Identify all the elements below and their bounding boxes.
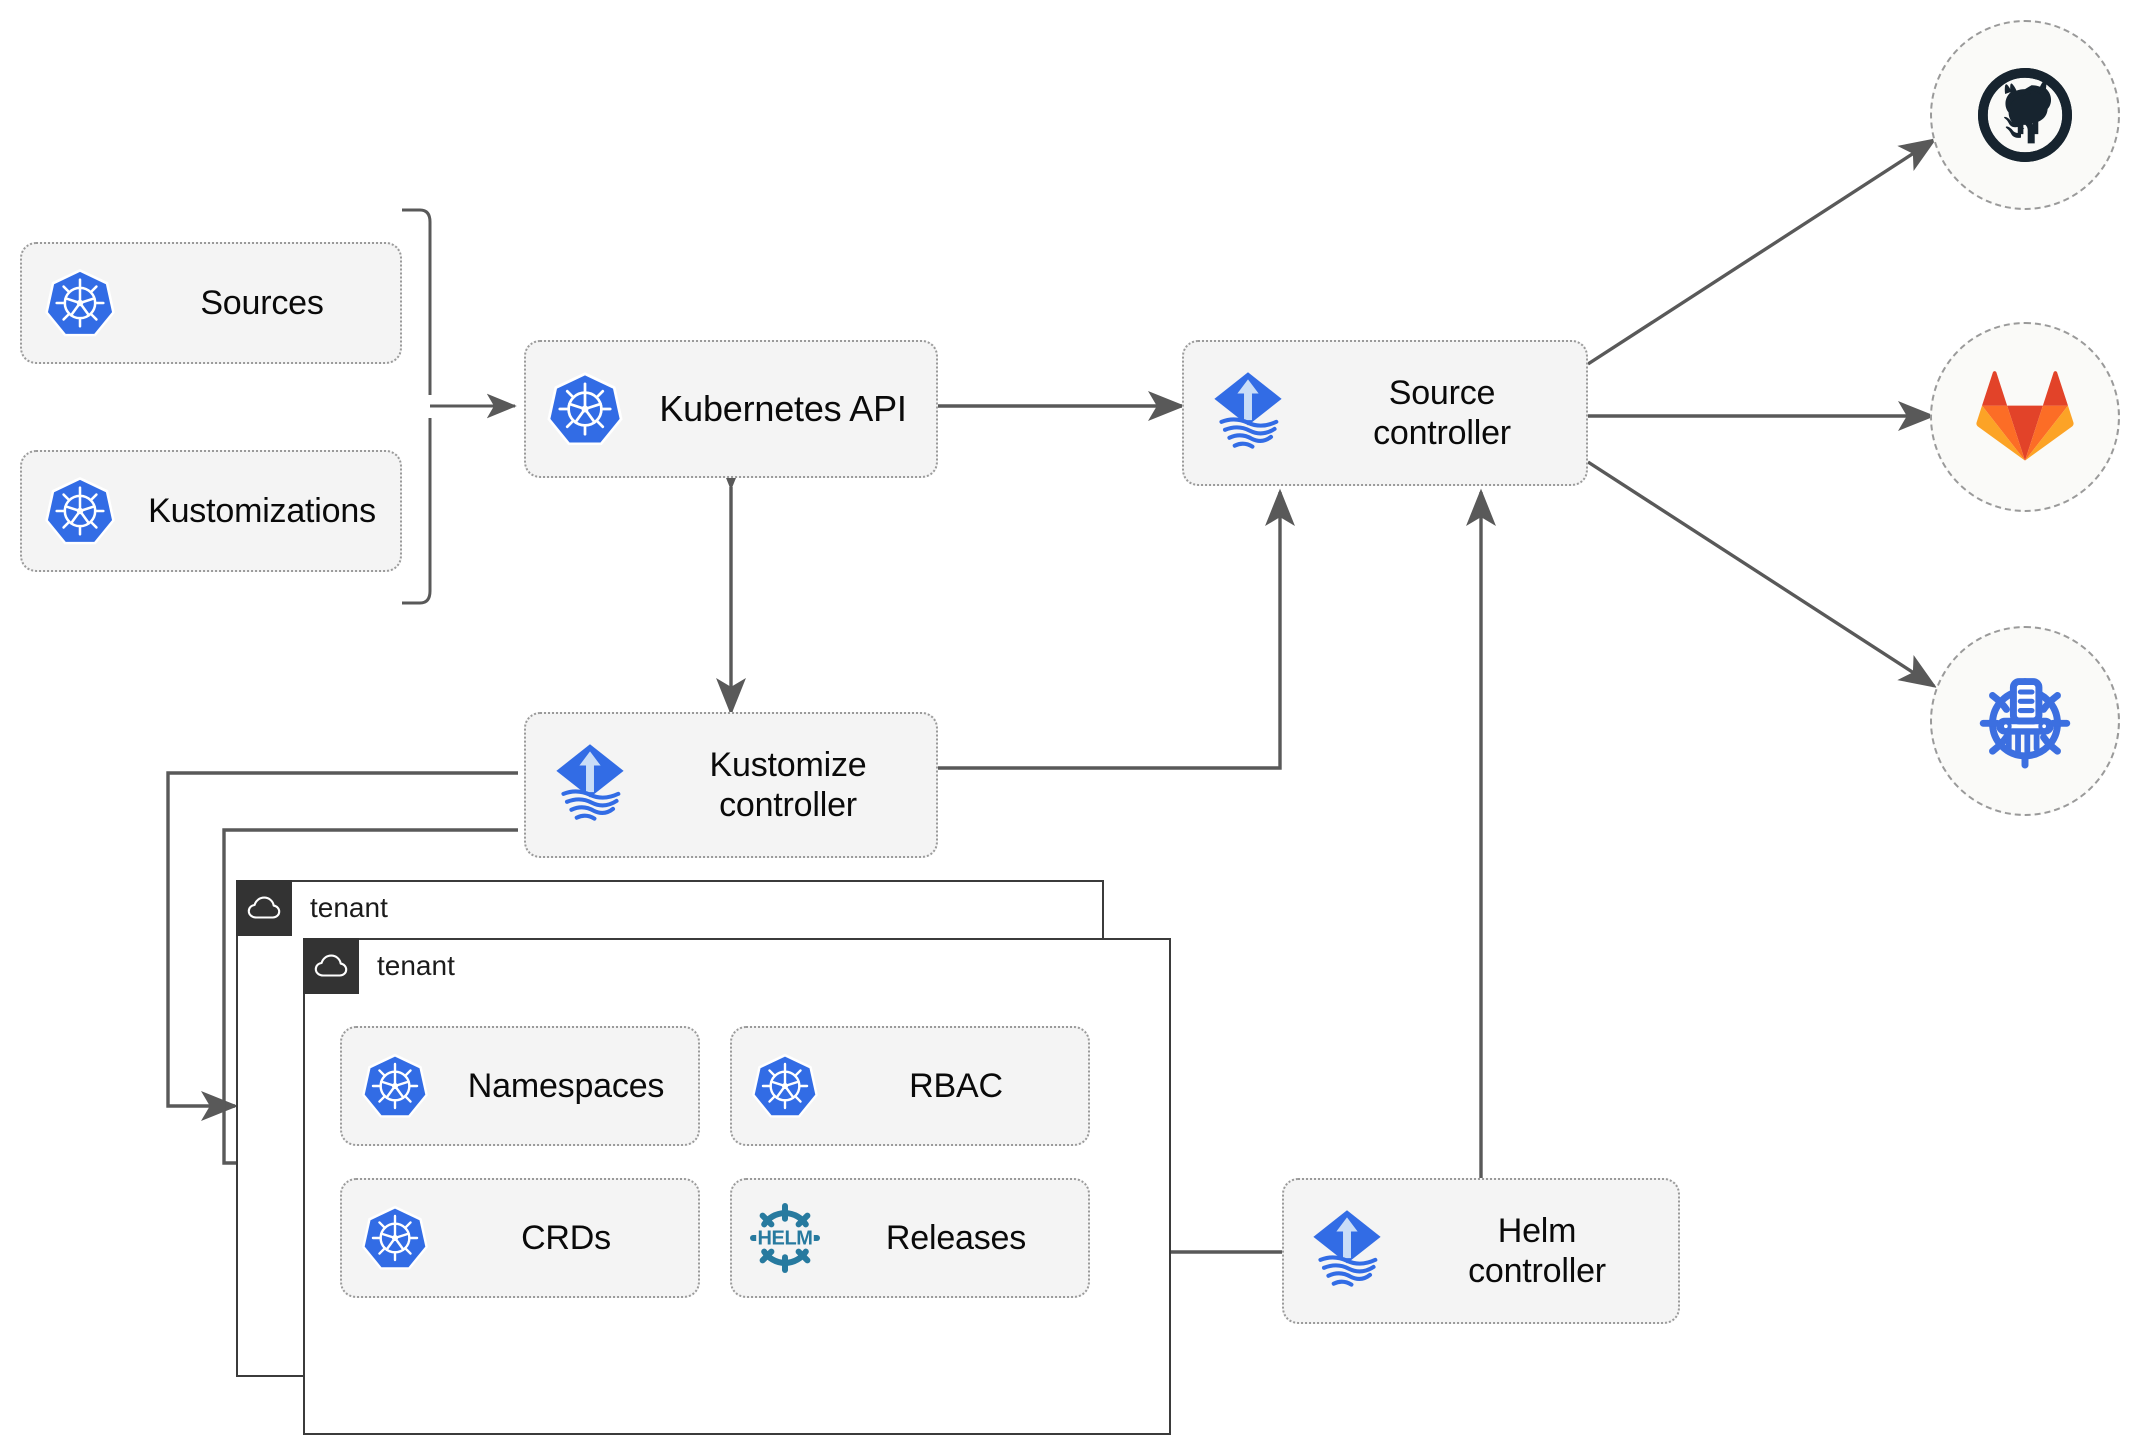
registry-oci[interactable] bbox=[1930, 626, 2120, 816]
node-label: Kubernetes API bbox=[659, 387, 907, 429]
node-label: RBAC bbox=[909, 1066, 1003, 1105]
node-source-controller[interactable]: Source controller bbox=[1182, 340, 1588, 486]
label-line-1: Kustomize bbox=[709, 745, 867, 784]
node-label: Kustomize controller bbox=[654, 745, 936, 825]
kubernetes-icon bbox=[526, 369, 644, 449]
node-rbac[interactable]: RBAC bbox=[730, 1026, 1090, 1146]
node-kustomize-controller[interactable]: Kustomize controller bbox=[524, 712, 938, 858]
tenant-label: tenant bbox=[377, 950, 455, 981]
node-label: Namespaces bbox=[467, 1066, 665, 1105]
label-line-1: Helm bbox=[1497, 1211, 1577, 1250]
node-releases[interactable]: HELM Releases bbox=[730, 1178, 1090, 1298]
cloud-icon bbox=[303, 938, 359, 994]
flux-icon bbox=[1284, 1205, 1410, 1297]
node-helm-controller[interactable]: Helm controller bbox=[1282, 1178, 1680, 1324]
tenant-header: tenant bbox=[303, 938, 455, 994]
label-line-2: controller bbox=[719, 786, 857, 824]
helm-oci-icon bbox=[1979, 678, 2071, 769]
kubernetes-icon bbox=[22, 474, 138, 548]
kubernetes-icon bbox=[342, 1051, 448, 1121]
node-namespaces[interactable]: Namespaces bbox=[340, 1026, 700, 1146]
node-kustomizations[interactable]: Kustomizations bbox=[20, 450, 402, 572]
node-label: Kustomizations bbox=[148, 491, 376, 530]
registry-gitlab[interactable] bbox=[1930, 322, 2120, 512]
node-label: Releases bbox=[885, 1218, 1027, 1257]
github-icon bbox=[1978, 68, 2072, 162]
node-label: Source controller bbox=[1312, 373, 1586, 453]
label-line-1: Source bbox=[1388, 373, 1496, 412]
tenant-label: tenant bbox=[310, 892, 388, 923]
node-kubernetes-api[interactable]: Kubernetes API bbox=[524, 340, 938, 478]
svg-text:HELM: HELM bbox=[757, 1227, 812, 1249]
node-label: CRDs bbox=[521, 1218, 611, 1257]
label-line-2: controller bbox=[1373, 414, 1511, 452]
gitlab-icon bbox=[1976, 371, 2074, 461]
node-label: Helm controller bbox=[1410, 1211, 1678, 1291]
label-line-2: controller bbox=[1468, 1252, 1606, 1290]
kubernetes-icon bbox=[22, 266, 138, 340]
node-sources[interactable]: Sources bbox=[20, 242, 402, 364]
registry-github[interactable] bbox=[1930, 20, 2120, 210]
flux-icon bbox=[526, 739, 654, 831]
node-crds[interactable]: CRDs bbox=[340, 1178, 700, 1298]
helm-icon: HELM bbox=[732, 1198, 838, 1278]
cloud-icon bbox=[236, 880, 292, 936]
flux-icon bbox=[1184, 367, 1312, 459]
node-label: Sources bbox=[200, 283, 324, 322]
tenant-header: tenant bbox=[236, 880, 388, 936]
kubernetes-icon bbox=[342, 1203, 448, 1273]
kubernetes-icon bbox=[732, 1051, 838, 1121]
